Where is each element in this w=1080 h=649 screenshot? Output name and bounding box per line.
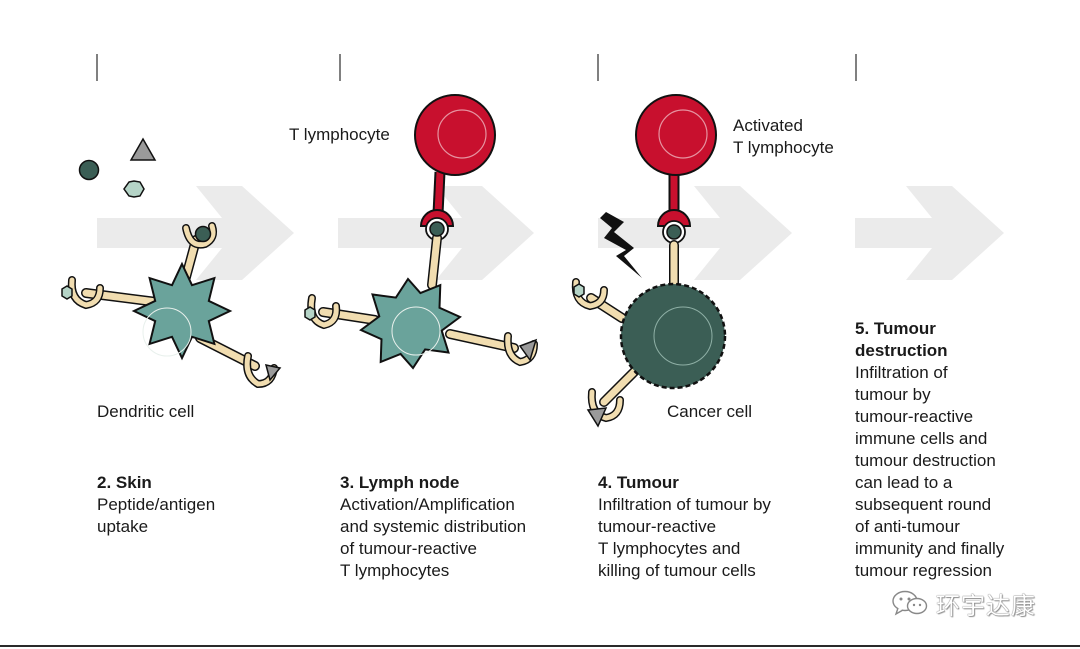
step-lymph-node: 3. Lymph node Activation/Amplification a…	[340, 472, 526, 582]
flow-arrow-3	[598, 186, 792, 280]
step-tumour: 4. Tumour Infiltration of tumour by tumo…	[598, 472, 771, 582]
step-description: Infiltration of tumour by tumour-reactiv…	[855, 363, 1005, 580]
label-activated-line1: Activated	[733, 116, 803, 135]
t-cell-body	[635, 94, 717, 176]
step-description: Infiltration of tumour by tumour-reactiv…	[598, 495, 771, 580]
wechat-icon	[892, 590, 928, 616]
flow-arrow-4	[855, 186, 1004, 280]
label-activated-line2: T lymphocyte	[733, 138, 834, 157]
label-t-lymphocyte: T lymphocyte	[289, 125, 390, 144]
dendritic-cell-1	[61, 222, 282, 389]
dendritic-cell-2	[304, 221, 538, 370]
step-title: 2. Skin	[97, 473, 152, 492]
free-antigens	[78, 137, 157, 198]
step-title: 5. Tumour destruction	[855, 319, 948, 360]
label-dendritic-cell: Dendritic cell	[97, 402, 195, 421]
bottom-rule	[0, 645, 1080, 647]
step-separators	[96, 54, 857, 81]
step-tumour-destruction: 5. Tumour destruction Infiltration of tu…	[855, 318, 1004, 582]
cancer-body	[619, 282, 727, 390]
step-description: Peptide/antigen uptake	[97, 495, 216, 536]
step-title: 3. Lymph node	[340, 473, 460, 492]
cancer-cell	[571, 240, 727, 428]
dendritic-body	[131, 261, 233, 361]
step-skin: 2. Skin Peptide/antigen uptake	[97, 472, 215, 538]
watermark-text: 环宇达康	[936, 591, 1036, 620]
activated-t-lymphocyte	[635, 94, 717, 244]
label-cancer-cell: Cancer cell	[667, 402, 753, 421]
t-cell-body	[414, 94, 496, 176]
step-description: Activation/Amplification and systemic di…	[340, 495, 527, 580]
watermark: 环宇达康	[890, 588, 1036, 620]
step-title: 4. Tumour	[598, 473, 679, 492]
label-activated-t-lymphocyte: Activated T lymphocyte	[733, 115, 834, 159]
t-lymphocyte-1	[414, 94, 496, 241]
antigen-dark-circle	[78, 159, 100, 181]
lightning-bolt-icon	[600, 212, 642, 278]
antigen-light-hexagon	[123, 180, 145, 198]
flow-arrows	[97, 186, 1004, 280]
antigen-gray-triangle	[129, 137, 157, 161]
